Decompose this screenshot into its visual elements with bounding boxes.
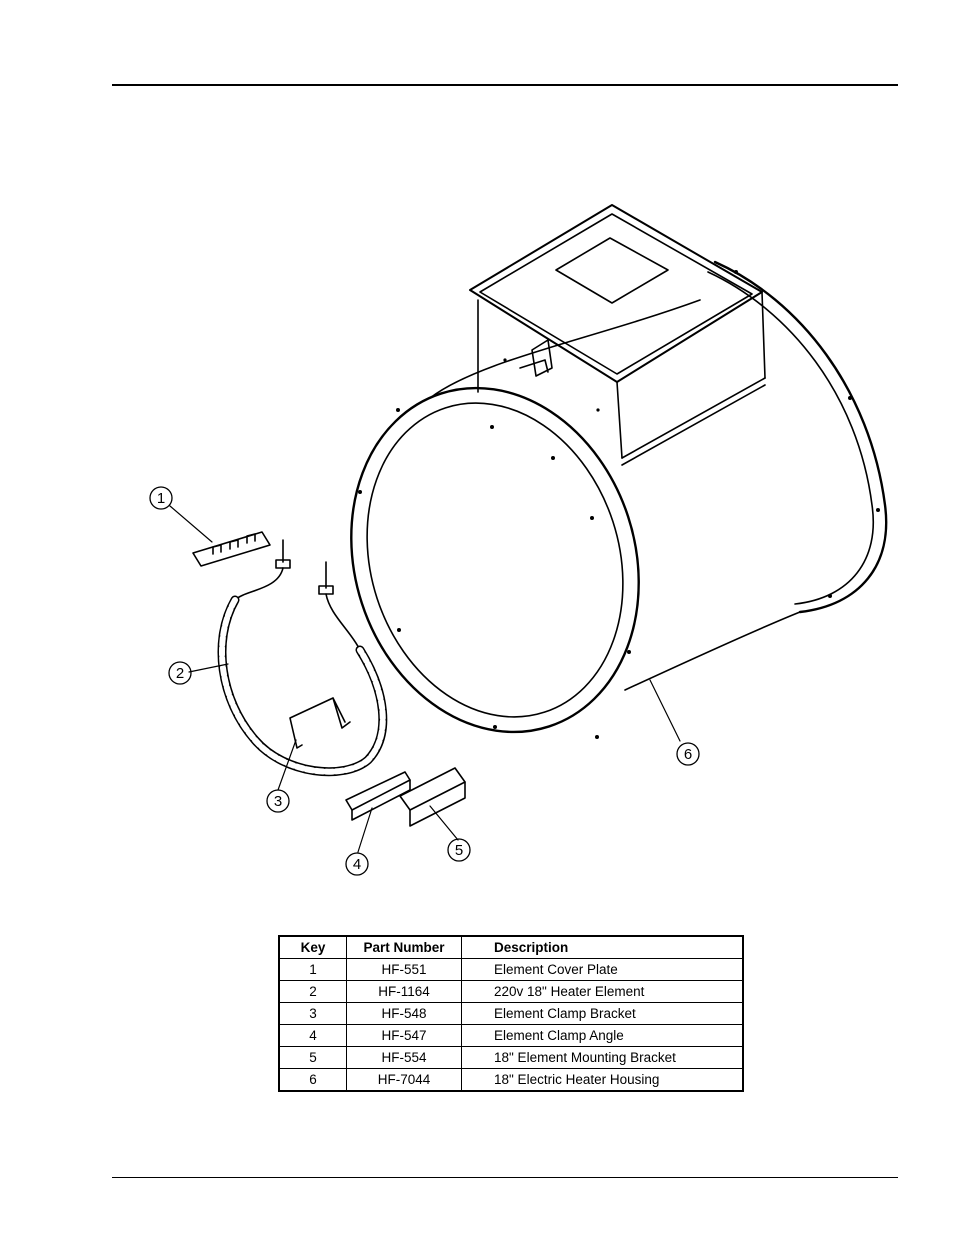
callout-1-label: 1 [157, 490, 165, 507]
table-row: 4 HF-547 Element Clamp Angle [279, 1025, 743, 1047]
callout-4-label: 4 [353, 856, 361, 873]
element-mounting-bracket [400, 768, 465, 826]
cell-description: 220v 18" Heater Element [462, 981, 744, 1003]
callout-6-label: 6 [684, 746, 692, 763]
cell-key: 3 [279, 1003, 347, 1025]
footer-rule [112, 1177, 898, 1178]
cell-key: 6 [279, 1069, 347, 1092]
table-row: 3 HF-548 Element Clamp Bracket [279, 1003, 743, 1025]
cell-key: 4 [279, 1025, 347, 1047]
cell-part-number: HF-554 [347, 1047, 462, 1069]
cell-part-number: HF-1164 [347, 981, 462, 1003]
heater-element [222, 540, 383, 772]
column-header-part-number: Part Number [347, 936, 462, 959]
exploded-parts-diagram: 1 2 3 4 5 6 [0, 0, 954, 920]
table-header-row: Key Part Number Description [279, 936, 743, 959]
column-header-description: Description [462, 936, 744, 959]
cell-description: Element Clamp Angle [462, 1025, 744, 1047]
table-row: 1 HF-551 Element Cover Plate [279, 959, 743, 981]
parts-table: Key Part Number Description 1 HF-551 Ele… [278, 935, 744, 1092]
callout-2-label: 2 [176, 665, 184, 682]
cell-part-number: HF-7044 [347, 1069, 462, 1092]
cell-description: 18" Electric Heater Housing [462, 1069, 744, 1092]
element-cover-plate [193, 532, 270, 566]
cell-part-number: HF-548 [347, 1003, 462, 1025]
cell-description: Element Cover Plate [462, 959, 744, 981]
table-row: 5 HF-554 18" Element Mounting Bracket [279, 1047, 743, 1069]
element-clamp-bracket [290, 698, 350, 748]
leader-lines [170, 506, 680, 852]
callouts: 1 2 3 4 5 6 [150, 487, 699, 875]
callout-3-label: 3 [274, 793, 282, 810]
cell-description: 18" Element Mounting Bracket [462, 1047, 744, 1069]
cell-description: Element Clamp Bracket [462, 1003, 744, 1025]
cell-key: 1 [279, 959, 347, 981]
cell-key: 5 [279, 1047, 347, 1069]
column-header-key: Key [279, 936, 347, 959]
table-row: 6 HF-7044 18" Electric Heater Housing [279, 1069, 743, 1092]
cell-part-number: HF-551 [347, 959, 462, 981]
table-row: 2 HF-1164 220v 18" Heater Element [279, 981, 743, 1003]
cell-part-number: HF-547 [347, 1025, 462, 1047]
cell-key: 2 [279, 981, 347, 1003]
heater-housing [308, 205, 886, 770]
callout-5-label: 5 [455, 842, 463, 859]
